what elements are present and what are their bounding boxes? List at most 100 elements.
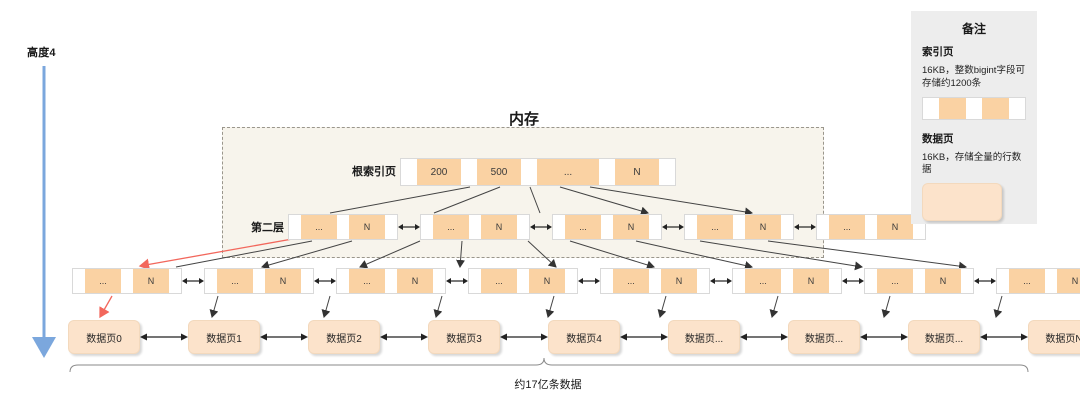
index-cell-key: N	[661, 269, 697, 293]
index-cell-key: ...	[613, 269, 649, 293]
index-cell-key: N	[793, 269, 829, 293]
index-page[interactable]: ...N	[420, 214, 530, 240]
data-page[interactable]: 数据页...	[668, 320, 740, 354]
sibling-link-arrow-icon	[446, 268, 468, 294]
data-page-link-arrow-icon	[500, 320, 548, 354]
index-cell-key: N	[615, 159, 659, 185]
sibling-link-arrow-icon	[662, 214, 684, 240]
index-cell-pointer	[913, 269, 925, 293]
index-cell-pointer	[781, 269, 793, 293]
index-cell-key: N	[481, 215, 517, 239]
index-cell-pointer	[553, 215, 565, 239]
data-page[interactable]: 数据页3	[428, 320, 500, 354]
index-cell-key: N	[745, 215, 781, 239]
index-cell-key: ...	[537, 159, 599, 185]
data-page-link-arrow-icon	[860, 320, 908, 354]
index-cell-pointer	[733, 269, 745, 293]
tree-height-arrow-icon	[32, 66, 56, 358]
index-cell-key: ...	[877, 269, 913, 293]
index-cell-pointer	[1009, 97, 1025, 119]
index-cell-pointer	[337, 269, 349, 293]
data-page-link-arrow-icon	[140, 320, 188, 354]
index-cell-key: ...	[565, 215, 601, 239]
index-page[interactable]: ... N	[336, 268, 446, 294]
index-page[interactable]: ... N	[288, 214, 398, 240]
index-cell-pointer	[337, 215, 349, 239]
data-page-link-arrow-icon	[980, 320, 1028, 354]
data-page[interactable]: 数据页N	[1028, 320, 1080, 354]
root-index-page-row: 根索引页 200 500 ... N	[352, 158, 676, 186]
index-page[interactable]: ...N	[684, 214, 794, 240]
index-page[interactable]: ... N	[996, 268, 1080, 294]
index-page[interactable]: ... N	[600, 268, 710, 294]
index-cell-key: ...	[745, 269, 781, 293]
index-cell-key: N	[1057, 269, 1080, 293]
data-page[interactable]: 数据页4	[548, 320, 620, 354]
index-cell-pointer	[517, 269, 529, 293]
index-cell-pointer	[599, 159, 615, 185]
index-cell-pointer	[461, 159, 477, 185]
index-cell-key: N	[397, 269, 433, 293]
index-cell-pointer	[865, 269, 877, 293]
data-page[interactable]: 数据页1	[188, 320, 260, 354]
index-cell-pointer	[301, 269, 313, 293]
index-cell-pointer	[289, 215, 301, 239]
index-cell-pointer	[565, 269, 577, 293]
index-page[interactable]: ... N	[864, 268, 974, 294]
index-page[interactable]: ...N	[816, 214, 926, 240]
data-page[interactable]: 数据页2	[308, 320, 380, 354]
sibling-link-arrow-icon	[710, 268, 732, 294]
data-page[interactable]: 数据页...	[908, 320, 980, 354]
index-page[interactable]: ...N	[72, 268, 182, 294]
index-page[interactable]: ... N	[468, 268, 578, 294]
sibling-link-arrow-icon	[578, 268, 600, 294]
index-cell-pointer	[649, 269, 661, 293]
third-layer-row: ...N...N...N...N...N...N...N...N...N	[72, 268, 1080, 294]
legend-index-page-heading: 索引页	[922, 46, 954, 58]
index-cell-key: ...	[349, 269, 385, 293]
index-page[interactable]: ... N	[552, 214, 662, 240]
sibling-link-arrow-icon	[182, 268, 204, 294]
index-cell-key: ...	[1009, 269, 1045, 293]
index-cell-pointer	[433, 269, 445, 293]
second-layer-label: 第二层	[251, 222, 284, 234]
index-cell-pointer	[385, 269, 397, 293]
index-cell-pointer	[169, 269, 181, 293]
sibling-link-arrow-icon	[398, 214, 420, 240]
index-cell-pointer	[401, 159, 417, 185]
legend-data-page-heading: 数据页	[922, 132, 954, 145]
legend-data-page-sample	[922, 183, 1002, 222]
root-index-page-label: 根索引页	[352, 166, 396, 178]
sibling-link-arrow-icon	[530, 214, 552, 240]
index-cell-key: N	[529, 269, 565, 293]
index-cell-key: ...	[481, 269, 517, 293]
index-cell-key	[982, 97, 1009, 119]
index-cell-key: N	[349, 215, 385, 239]
data-page-link-arrow-icon	[260, 320, 308, 354]
index-cell-key: ...	[301, 215, 337, 239]
index-page[interactable]: ... N	[204, 268, 314, 294]
index-cell-pointer	[923, 97, 939, 119]
index-cell-pointer	[649, 215, 661, 239]
index-cell-pointer	[517, 215, 529, 239]
index-cell-pointer	[865, 215, 877, 239]
index-cell-key: N	[265, 269, 301, 293]
data-page[interactable]: 数据页...	[788, 320, 860, 354]
index-cell-pointer	[121, 269, 133, 293]
index-cell-key: N	[925, 269, 961, 293]
index-cell-key: N	[613, 215, 649, 239]
legend-panel: 备注 索引页 16KB，整数bigint字段可存储约1200条 数据页 16KB…	[911, 11, 1037, 224]
index-cell-pointer	[966, 97, 982, 119]
index-cell-key: ...	[217, 269, 253, 293]
index-cell-pointer	[997, 269, 1009, 293]
memory-region-title: 内存	[508, 111, 539, 128]
data-page[interactable]: 数据页0	[68, 320, 140, 354]
index-cell-pointer	[601, 215, 613, 239]
index-page[interactable]: ... N	[732, 268, 842, 294]
index-cell-pointer	[521, 159, 537, 185]
legend-index-page-sample	[922, 96, 1026, 120]
tree-height-label: 高度4	[27, 47, 56, 59]
index-cell-pointer	[469, 215, 481, 239]
root-index-page[interactable]: 200 500 ... N	[400, 158, 676, 186]
sibling-link-arrow-icon	[794, 214, 816, 240]
